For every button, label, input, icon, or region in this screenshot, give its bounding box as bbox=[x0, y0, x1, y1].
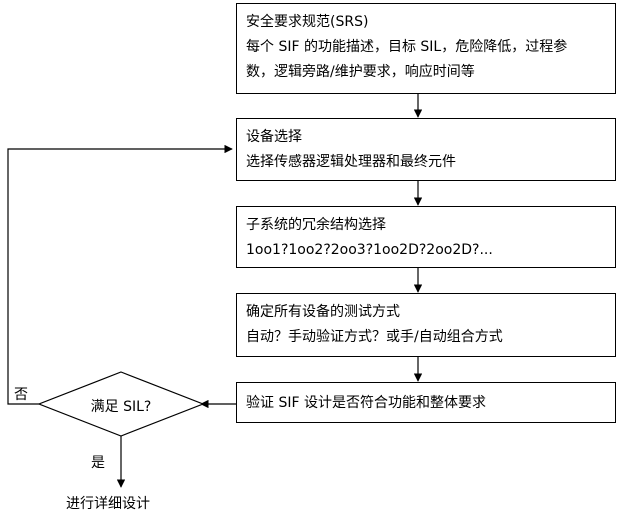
equipment-title: 设备选择 bbox=[246, 129, 302, 145]
srs-box: 安全要求规范(SRS) 每个 SIF 的功能描述，目标 SIL，危险降低，过程参… bbox=[236, 3, 616, 94]
no-label: 否 bbox=[14, 387, 28, 403]
redundancy-line-1: 1oo1?1oo2?2oo3?1oo2D?2oo2D?... bbox=[246, 242, 493, 258]
equipment-line-1: 选择传感器逻辑处理器和最终元件 bbox=[246, 154, 456, 170]
redundancy-structure-box: 子系统的冗余结构选择 1oo1?1oo2?2oo3?1oo2D?2oo2D?..… bbox=[236, 206, 616, 268]
arrow-no-loop-back bbox=[7, 144, 233, 405]
test-method-title: 确定所有设备的测试方式 bbox=[246, 304, 400, 320]
decision-text: 满足 SIL? bbox=[90, 399, 152, 415]
verify-sif-box: 验证 SIF 设计是否符合功能和整体要求 bbox=[236, 382, 616, 423]
equipment-selection-box: 设备选择 选择传感器逻辑处理器和最终元件 bbox=[236, 118, 616, 181]
test-method-box: 确定所有设备的测试方式 自动？手动验证方式？或手/自动组合方式 bbox=[236, 293, 616, 357]
srs-title: 安全要求规范(SRS) bbox=[246, 14, 369, 30]
verify-sif-title: 验证 SIF 设计是否符合功能和整体要求 bbox=[246, 395, 486, 411]
test-method-line-1: 自动？手动验证方式？或手/自动组合方式 bbox=[246, 329, 503, 345]
srs-line-1: 每个 SIF 的功能描述，目标 SIL，危险降低，过程参 bbox=[246, 39, 568, 55]
end-text: 进行详细设计 bbox=[66, 496, 150, 512]
yes-label: 是 bbox=[91, 455, 105, 471]
redundancy-title: 子系统的冗余结构选择 bbox=[246, 217, 386, 233]
srs-line-2: 数，逻辑旁路/维护要求，响应时间等 bbox=[246, 64, 475, 80]
